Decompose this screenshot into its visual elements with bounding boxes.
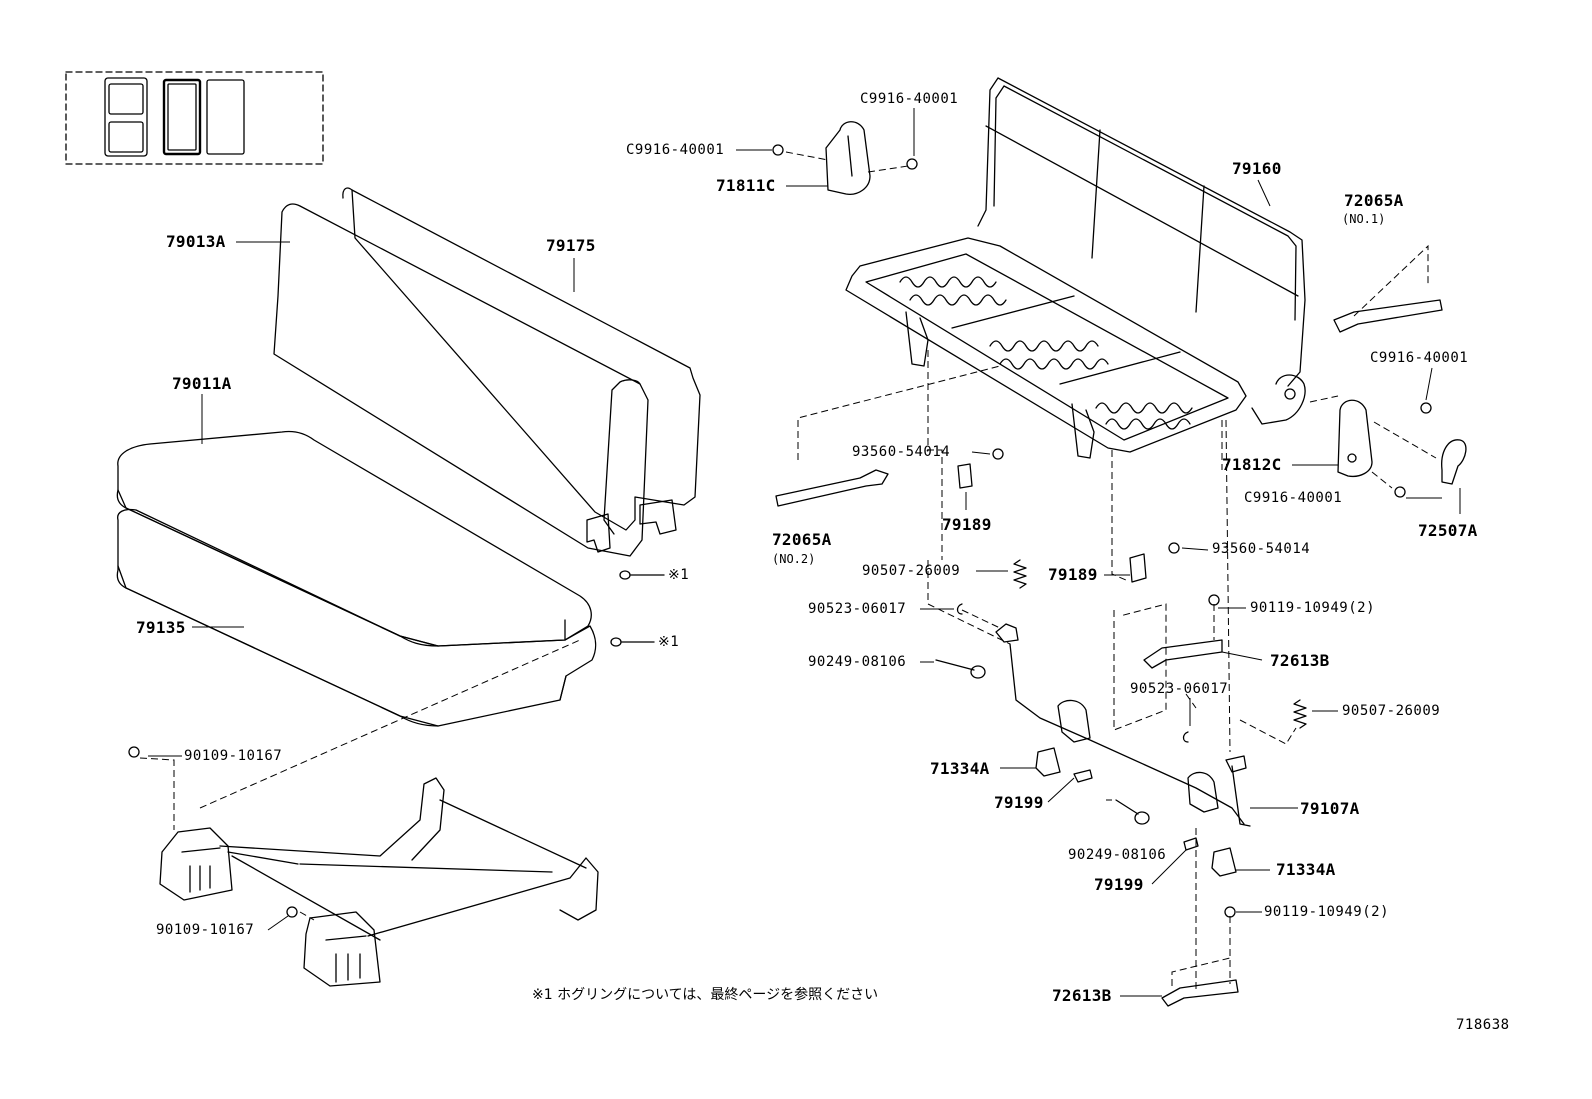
label-72613b-b: 72613B xyxy=(1052,986,1112,1005)
label-71811c: 71811C xyxy=(716,176,776,195)
label-72065a-no2-note: (NO.2) xyxy=(772,552,816,566)
label-c9916-40001-d: C9916-40001 xyxy=(1244,490,1343,506)
label-90507-26009-a: 90507-26009 xyxy=(862,563,961,579)
bolt-icons xyxy=(128,144,1432,918)
label-72065a-no1-note: (NO.1) xyxy=(1342,212,1386,226)
clip-icon xyxy=(1182,731,1189,743)
belt-72065a-no2 xyxy=(775,469,889,507)
spring-icon xyxy=(1293,699,1307,729)
label-90119-10949-a: 90119-10949(2) xyxy=(1250,600,1376,616)
label-72507a: 72507A xyxy=(1418,521,1478,540)
label-90109-10167-a: 90109-10167 xyxy=(184,748,283,764)
label-72065a-no2: 72065A xyxy=(772,530,832,549)
label-79011a: 79011A xyxy=(172,374,232,393)
label-90523-06017-a: 90523-06017 xyxy=(808,601,907,617)
label-79175: 79175 xyxy=(546,236,596,255)
label-c9916-40001-a: C9916-40001 xyxy=(626,142,725,158)
seat-layout-thumbnail xyxy=(65,71,324,165)
pin-icon xyxy=(1115,799,1150,825)
hog-ring-footnote: ※1 ホグリングについては、最終ページを参照ください xyxy=(532,987,879,1003)
spring-icon xyxy=(1013,559,1027,589)
seatback-assembly-79013a xyxy=(273,187,701,557)
pad-79199-icon xyxy=(1183,837,1199,851)
hinge-cover-71812c xyxy=(1337,399,1373,478)
figure-id: 718638 xyxy=(1456,1017,1510,1033)
stopper-71334a-icon xyxy=(1035,747,1061,777)
hinge-cover-71811c xyxy=(825,121,871,195)
label-72065a-no1: 72065A xyxy=(1344,191,1404,210)
label-90249-08106-b: 90249-08106 xyxy=(1068,847,1167,863)
label-79160: 79160 xyxy=(1232,159,1282,178)
label-71334a-a: 71334A xyxy=(930,759,990,778)
label-90523-06017-b: 90523-06017 xyxy=(1130,681,1229,697)
label-79189-a: 79189 xyxy=(942,515,992,534)
label-72613b-a: 72613B xyxy=(1270,651,1330,670)
label-hog-ring-mark-2: ※1 xyxy=(658,634,680,650)
seat-cushion-79135 xyxy=(116,508,597,727)
label-90109-10167-b: 90109-10167 xyxy=(156,922,255,938)
stopper-71334a-icon xyxy=(1211,847,1237,877)
label-hog-ring-mark-1: ※1 xyxy=(668,567,690,583)
label-79199-a: 79199 xyxy=(994,793,1044,812)
label-c9916-40001-c: C9916-40001 xyxy=(1370,350,1469,366)
label-79013a: 79013A xyxy=(166,232,226,251)
label-71812c: 71812C xyxy=(1222,455,1282,474)
hog-ring-icon xyxy=(619,570,631,580)
label-93560-54014-a: 93560-54014 xyxy=(852,444,951,460)
bracket-79189-icon xyxy=(1129,553,1147,583)
clip-icon xyxy=(956,603,963,615)
bracket-79189-icon xyxy=(957,463,973,489)
label-90119-10949-b: 90119-10949(2) xyxy=(1264,904,1390,920)
seatback-frame-79160 xyxy=(845,77,1306,459)
label-79107a: 79107A xyxy=(1300,799,1360,818)
hog-ring-icon xyxy=(610,637,622,647)
label-90249-08106-a: 90249-08106 xyxy=(808,654,907,670)
label-79199-b: 79199 xyxy=(1094,875,1144,894)
label-90507-26009-b: 90507-26009 xyxy=(1342,703,1441,719)
label-71334a-b: 71334A xyxy=(1276,860,1336,879)
label-79189-b: 79189 xyxy=(1048,565,1098,584)
pin-icon xyxy=(935,659,986,679)
bracket-72613b-icon xyxy=(1143,639,1223,669)
bracket-72613b-icon xyxy=(1161,979,1239,1007)
label-93560-54014-b: 93560-54014 xyxy=(1212,541,1311,557)
seat-lower-frame xyxy=(159,777,599,987)
label-79135: 79135 xyxy=(136,618,186,637)
pad-79199-icon xyxy=(1073,769,1093,783)
lever-knob-72507a xyxy=(1441,439,1467,485)
label-c9916-40001-b: C9916-40001 xyxy=(860,91,959,107)
belt-72065a-no1 xyxy=(1333,299,1443,333)
